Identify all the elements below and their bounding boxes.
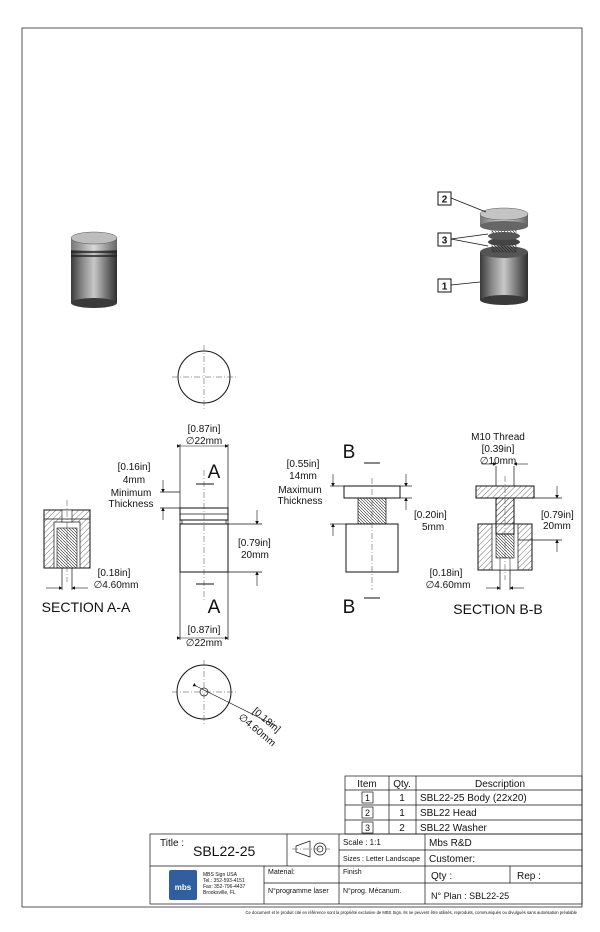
address-line-1: MBS Sign USA <box>203 872 238 878</box>
dia-bottom-in: [0.87in] <box>188 625 221 636</box>
bom-row-1-description: SBL22-25 Body (22x20) <box>420 793 527 804</box>
balloon-3: 3 <box>437 232 489 247</box>
section-b-b-title: SECTION B-B <box>453 601 542 617</box>
hole-b-mm: ∅4.60mm <box>426 580 471 591</box>
sizes-label: Sizes : Letter Landscape <box>343 856 420 863</box>
bom-row-1-item: 1 <box>365 793 370 803</box>
bom-header-item: Item <box>357 779 376 790</box>
bom-header-qty: Qty. <box>393 779 411 790</box>
prog-laser-label: N°programme laser <box>268 887 329 895</box>
dia-top-mm: ∅22mm <box>186 436 223 447</box>
section-a-a-title: SECTION A-A <box>42 599 131 615</box>
thread-in: [0.39in] <box>482 444 515 455</box>
finish-label: Finish <box>343 869 362 876</box>
bb-height-in: [0.79in] <box>541 510 574 521</box>
min-thickness-label: Minimum <box>111 488 152 499</box>
svg-text:1: 1 <box>442 282 448 293</box>
iso-view-exploded <box>479 207 529 305</box>
prog-mecanum-label: N°prog. Mécanum. <box>343 887 401 895</box>
iso-view-assembled <box>70 231 118 308</box>
address-line-2: Tel.: 352-593-4151 <box>203 878 245 884</box>
max-thickness-in: [0.55in] <box>287 459 320 470</box>
company-name: Mbs R&D <box>429 838 472 849</box>
bom-row-1-qty: 1 <box>399 793 405 804</box>
qty-label: Qty : <box>431 871 452 882</box>
sheet-border <box>21 27 583 908</box>
title-label: Title : <box>160 838 184 849</box>
plan-number: N° Plan : SBL22-25 <box>431 891 509 901</box>
dia-bottom-mm: ∅22mm <box>186 638 223 649</box>
dia-top-in: [0.87in] <box>188 424 221 435</box>
bom-header-description: Description <box>475 779 525 790</box>
front-view <box>160 444 262 640</box>
svg-text:3: 3 <box>442 236 448 247</box>
bom-row-3-description: SBL22 Washer <box>420 823 488 834</box>
section-a-a-drawing <box>43 500 91 590</box>
head-height-in: [0.20in] <box>414 510 447 521</box>
thread-label: M10 Thread <box>471 432 525 443</box>
max-thickness-mm: 14mm <box>289 471 317 482</box>
mbs-logo: mbs <box>175 883 192 892</box>
drawing-title: SBL22-25 <box>193 843 255 859</box>
section-b-b-drawing <box>475 462 562 590</box>
confidentiality-footer: Ce document et le produit cité en référe… <box>246 910 578 915</box>
top-view <box>172 345 236 409</box>
bom-row-2-qty: 1 <box>399 808 405 819</box>
bb-height-mm: 20mm <box>543 521 571 532</box>
hole-a-mm: ∅4.60mm <box>94 580 139 591</box>
section-letter-a-bottom: A <box>208 597 221 618</box>
body-height-in: [0.79in] <box>238 538 271 549</box>
max-thickness-label: Maximum <box>278 485 321 496</box>
hole-b-in: [0.18in] <box>430 568 463 579</box>
min-thickness-in: [0.16in] <box>118 462 151 473</box>
thread-mm: ∅10mm <box>480 456 517 467</box>
rep-label: Rep : <box>517 871 541 882</box>
min-thickness-label-2: Thickness <box>108 499 153 510</box>
customer-label: Customer: <box>429 854 475 865</box>
bom-row-2-item: 2 <box>365 808 370 818</box>
bom-table <box>344 775 583 835</box>
hole-a-in: [0.18in] <box>98 568 131 579</box>
max-thickness-label-2: Thickness <box>277 496 322 507</box>
title-block <box>149 833 583 905</box>
section-letter-a-top: A <box>208 462 221 483</box>
min-thickness-mm: 4mm <box>123 475 145 486</box>
side-view <box>330 462 412 599</box>
section-letter-b-bottom: B <box>343 597 356 618</box>
svg-text:2: 2 <box>442 195 448 206</box>
head-height-mm: 5mm <box>422 522 444 533</box>
bottom-view <box>172 660 277 727</box>
bom-row-3-qty: 2 <box>399 823 405 834</box>
body-height-mm: 20mm <box>241 550 269 561</box>
section-letter-b-top: B <box>343 442 356 463</box>
material-label: Material: <box>268 869 295 876</box>
balloon-2: 2 <box>437 191 487 213</box>
address-line-3: Fax: 352-796-4437 <box>203 884 245 890</box>
address-line-4: Brooksville, FL <box>203 890 236 896</box>
bom-row-2-description: SBL22 Head <box>420 808 477 819</box>
balloon-1: 1 <box>437 278 481 293</box>
bom-row-3-item: 3 <box>365 823 370 833</box>
scale-label: Scale : 1:1 <box>343 838 381 847</box>
